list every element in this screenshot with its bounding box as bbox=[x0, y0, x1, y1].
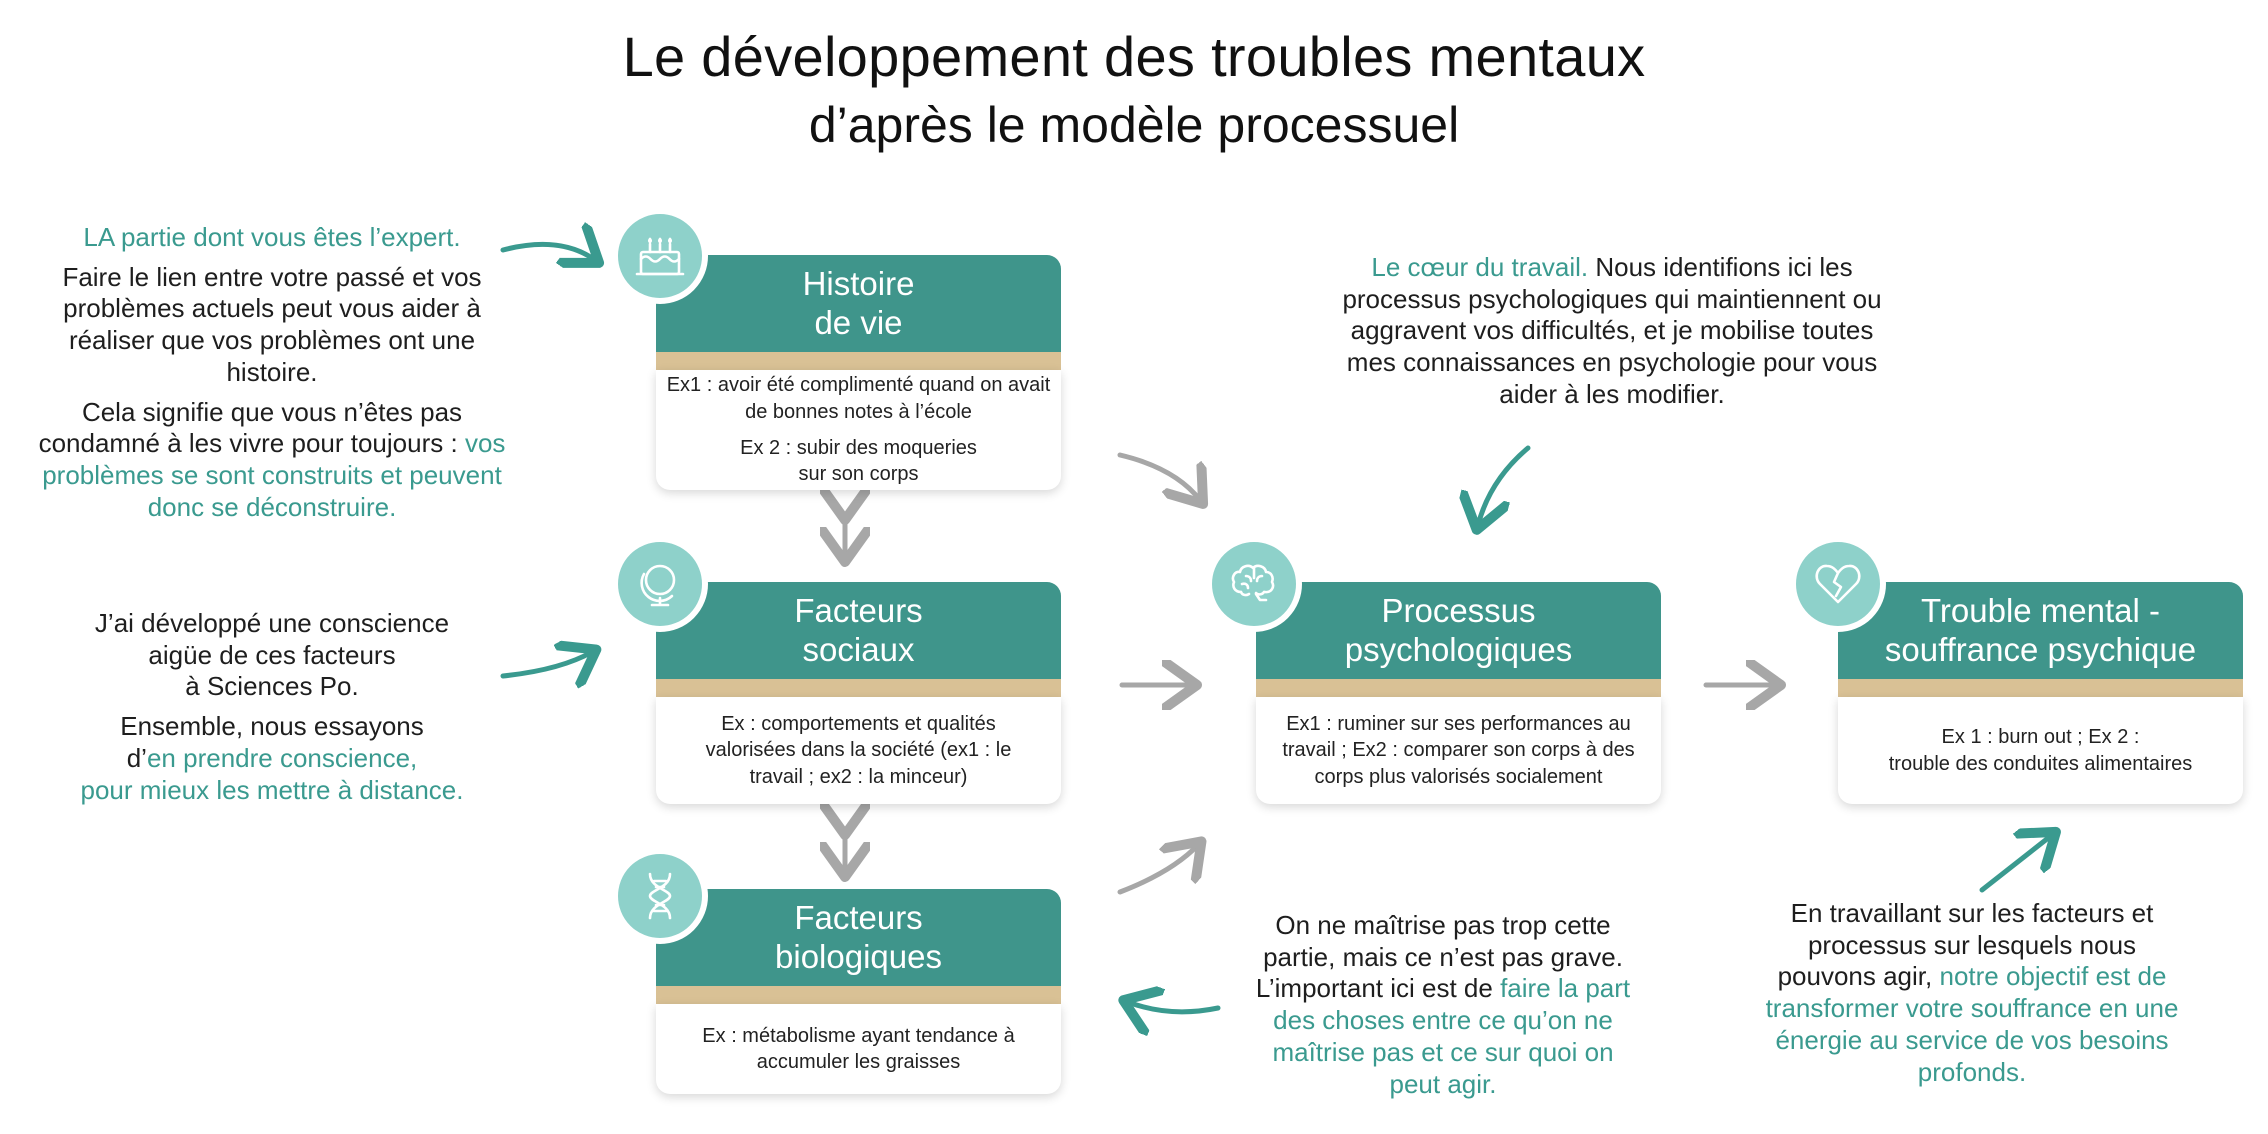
page-title: Le développement des troubles mentaux bbox=[622, 25, 1646, 88]
arrow-coeur-to-processus bbox=[1478, 445, 1531, 525]
arrow-conscience-to-sociaux bbox=[500, 652, 592, 676]
box-processus-body: Ex1 : ruminer sur ses performances au tr… bbox=[1256, 697, 1661, 804]
processus-ex: Ex1 : ruminer sur ses performances au tr… bbox=[1282, 712, 1635, 788]
box-processus-band bbox=[1256, 679, 1661, 697]
note-expert-p1: Faire le lien entre votre passé et vos p… bbox=[62, 261, 482, 387]
box-sociaux-body: Ex : comportements et qualités valorisée… bbox=[656, 697, 1061, 804]
note-objectif: En travaillant sur les facteurs et proce… bbox=[1762, 898, 2182, 1088]
histoire-ex1: Ex1 : avoir été complimenté quand on ava… bbox=[666, 374, 1051, 423]
arrow-maitrise-to-biologiques bbox=[1128, 1002, 1221, 1012]
note-coeur-highlight: Le cœur du travail. bbox=[1371, 252, 1589, 282]
sociaux-ex: Ex : comportements et qualités valorisée… bbox=[705, 712, 1012, 788]
arrow-expert-to-histoire bbox=[500, 244, 595, 260]
page-subtitle: d’après le modèle processuel bbox=[808, 97, 1460, 153]
arrow-biologiques-to-processus bbox=[1117, 845, 1198, 895]
box-sociaux-band bbox=[656, 679, 1061, 697]
note-coeur-text: Nous identifions ici les processus psych… bbox=[1342, 252, 1882, 409]
box-trouble-title: Trouble mental -souffrance psychique bbox=[1838, 582, 2243, 679]
dna-icon bbox=[612, 848, 708, 944]
box-trouble-mental: Trouble mental -souffrance psychique Ex … bbox=[1838, 582, 2243, 804]
note-objectif-text: En travaillant sur les facteurs et proce… bbox=[1777, 898, 2154, 992]
box-trouble-band bbox=[1838, 679, 2243, 697]
box-histoire-body: Ex1 : avoir été complimenté quand on ava… bbox=[656, 370, 1061, 490]
note-expert: LA partie dont vous êtes l’expert. Faire… bbox=[28, 222, 516, 523]
box-biologiques-band bbox=[656, 986, 1061, 1004]
note-coeur-du-travail: Le cœur du travail. Nous identifions ici… bbox=[1330, 252, 1894, 411]
box-trouble-body: Ex 1 : burn out ; Ex 2 :trouble des cond… bbox=[1838, 697, 2243, 804]
note-maitrise-highlight: faire la part des choses entre ce qu’on … bbox=[1272, 973, 1631, 1099]
arrow-histoire-to-processus bbox=[1117, 452, 1200, 500]
note-expert-p2: Cela signifie que vous n’êtes pas condam… bbox=[38, 396, 506, 522]
cake-icon bbox=[612, 208, 708, 304]
biologiques-ex: Ex : métabolisme ayant tendance à accumu… bbox=[702, 1024, 1015, 1073]
globe-icon bbox=[612, 536, 708, 632]
note-expert-heading: LA partie dont vous êtes l’expert. bbox=[83, 222, 461, 252]
note-expert-highlight: vos problèmes se sont construits et peuv… bbox=[42, 428, 506, 522]
broken-heart-icon bbox=[1790, 536, 1886, 632]
note-maitrise-text: On ne maîtrise pas trop cette partie, ma… bbox=[1255, 910, 1623, 1004]
box-histoire-band bbox=[656, 352, 1061, 370]
brain-icon bbox=[1206, 536, 1302, 632]
trouble-ex: Ex 1 : burn out ; Ex 2 :trouble des cond… bbox=[1888, 726, 2193, 775]
arrow-objectif-to-trouble bbox=[1979, 835, 2052, 893]
note-maitrise: On ne maîtrise pas trop cette partie, ma… bbox=[1250, 910, 1636, 1100]
box-biologiques-body: Ex : métabolisme ayant tendance à accumu… bbox=[656, 1004, 1061, 1094]
note-objectif-highlight: notre objectif est de transformer votre … bbox=[1765, 961, 2179, 1087]
